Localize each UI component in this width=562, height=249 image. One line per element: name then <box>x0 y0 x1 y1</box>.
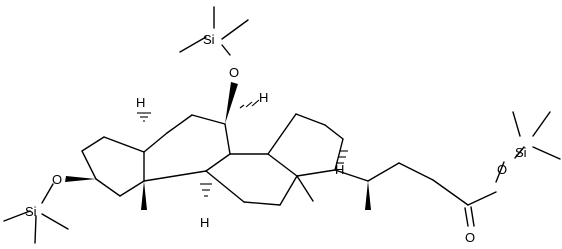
c3-oxygen-wedge <box>65 176 96 182</box>
ring-a <box>81 136 145 197</box>
c9-hash-bond <box>200 183 212 197</box>
c8-hash-bond <box>239 99 260 109</box>
c20-methyl-wedge <box>365 181 371 210</box>
c13-methyl-bond <box>296 175 314 202</box>
atom-labels: Si O Si O Si O O H H H H <box>25 32 527 245</box>
si-label-right: Si <box>515 145 527 160</box>
si-label-left: Si <box>25 204 37 219</box>
ring-c <box>205 153 298 206</box>
o-label-ester: O <box>497 162 507 177</box>
h-label-c5: H <box>136 95 145 110</box>
right-tms-group <box>512 111 561 160</box>
o-label-top: O <box>229 65 239 80</box>
h-label-c8: H <box>259 90 268 105</box>
left-tms-group <box>3 183 69 244</box>
ring-b <box>143 114 231 182</box>
h-label-c14: H <box>335 162 344 177</box>
c5-hash-bond <box>137 112 151 122</box>
top-tms-group <box>179 6 249 56</box>
ring-d <box>267 113 344 177</box>
c14-hash-bond <box>336 150 348 164</box>
side-chain <box>334 146 525 227</box>
o-label-carbonyl: O <box>465 230 475 245</box>
o-label-left: O <box>52 172 62 187</box>
c10-methyl-wedge <box>141 181 147 210</box>
si-label-top: Si <box>203 32 215 47</box>
c7-oxygen-wedge <box>225 82 238 124</box>
h-label-c9: H <box>200 215 209 230</box>
